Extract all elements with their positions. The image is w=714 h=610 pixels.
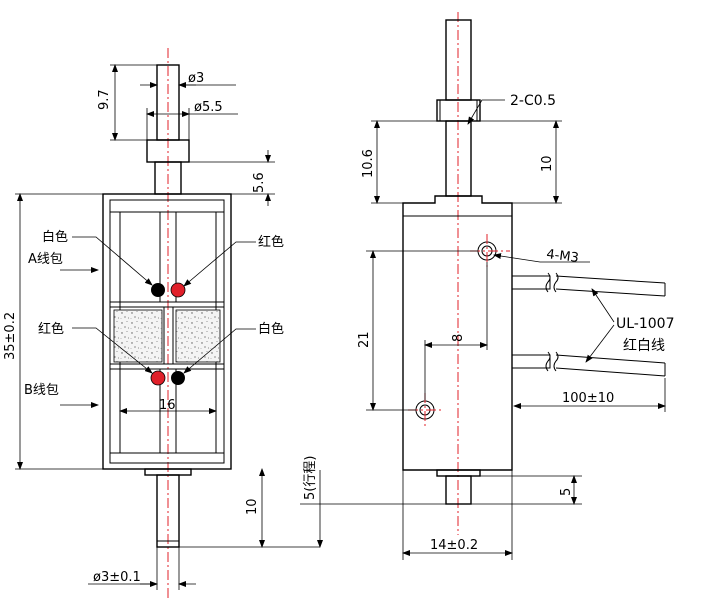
dim-chamfer: 2-C0.5	[510, 93, 556, 109]
dim-height: 35±0.2	[3, 312, 18, 360]
dot-white-top	[151, 283, 165, 297]
label-white-top: 白色	[42, 229, 68, 245]
dim-collar-top: 5.6	[252, 172, 267, 193]
label-red-bottom: 红色	[38, 321, 64, 337]
dim-shaft-len: 9.7	[97, 89, 112, 110]
dim-stroke: 5(行程)	[303, 456, 318, 500]
left-body-inner	[109, 199, 225, 464]
left-magnet-right	[175, 309, 221, 363]
dim-bottom-len: 10	[245, 498, 260, 515]
label-red-top: 红色	[258, 234, 284, 250]
wire-stub-bottom	[511, 354, 551, 369]
dot-red-bottom	[150, 370, 166, 386]
dim-top-right: 10	[540, 155, 555, 172]
dim-stub: 5	[559, 488, 574, 496]
label-coil-a: A线包	[28, 252, 63, 267]
dim-wire-type: UL-1007	[616, 316, 674, 332]
label-white-bottom: 白色	[258, 321, 284, 337]
right-view: 2-C0.5 10.6 10 4-M3 21 8 UL-1007 红白线 100…	[300, 12, 674, 560]
dim-wire-color: 红白线	[623, 338, 665, 354]
dot-red-top	[170, 282, 186, 298]
dim-top-left: 10.6	[361, 149, 376, 178]
left-view: 9.7 ø3 ø5.5 5.6 35±0.2 16 10	[3, 48, 320, 600]
dim-bottom-dia: ø3±0.1	[93, 570, 141, 585]
left-bottom-shaft	[156, 474, 180, 548]
dim-hole-offset: 8	[451, 334, 466, 342]
dim-hole-spacing: 21	[357, 331, 372, 348]
dim-width: 14±0.2	[430, 538, 478, 553]
dim-shaft-dia: ø3	[188, 71, 204, 86]
dot-white-bottom	[171, 371, 185, 385]
label-coil-b: B线包	[24, 383, 59, 398]
dim-thread: 4-M3	[546, 247, 580, 266]
right-bottom-stub	[445, 475, 472, 505]
dim-inner-width: 16	[159, 398, 176, 413]
wire-stub-top	[511, 275, 551, 290]
dim-wire-len: 100±10	[562, 391, 614, 406]
left-magnet-left	[113, 309, 163, 363]
dim-collar-dia: ø5.5	[194, 100, 223, 115]
